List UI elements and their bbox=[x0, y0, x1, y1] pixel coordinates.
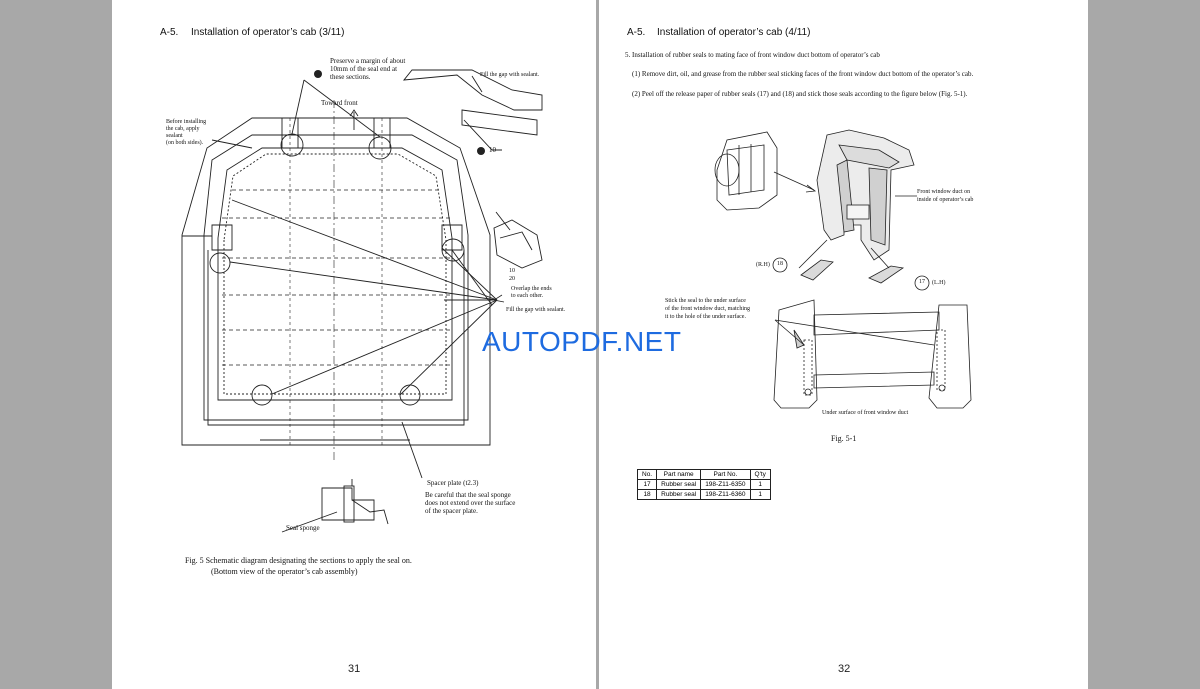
note-careful-line1: Be careful that the seal sponge bbox=[425, 491, 511, 499]
label-lh: (L.H) bbox=[932, 280, 946, 286]
note-stick-line1: Stick the seal to the under surface bbox=[665, 298, 746, 304]
label-rh: (R.H) bbox=[756, 262, 770, 268]
dimension-10-top: 10 bbox=[489, 146, 496, 154]
table-cell: 18 bbox=[636, 489, 658, 500]
manual-page-right: A-5. Installation of operator’s cab (4/1… bbox=[599, 0, 1088, 689]
manual-page-left: A-5. Installation of operator’s cab (3/1… bbox=[112, 0, 596, 689]
page-heading: Installation of operator’s cab (4/11) bbox=[657, 27, 811, 38]
table-header-row: No. Part name Part No. Q'ty bbox=[636, 469, 771, 480]
note-careful-line2: does not extend over the surface bbox=[425, 499, 516, 507]
watermark-text: AUTOPDF.NET bbox=[482, 326, 682, 357]
instruction-step-5-2: (2) Peel off the release paper of rubber… bbox=[632, 90, 968, 98]
column-header: Part No. bbox=[700, 469, 751, 480]
dimension-20: 20 bbox=[509, 276, 515, 282]
table-row: 18 Rubber seal 198-Z11-6360 1 bbox=[636, 489, 771, 500]
note-overlap-line1: Overlap the ends bbox=[511, 286, 552, 292]
note-fill-gap-top: Fill the gap with sealant. bbox=[480, 72, 540, 78]
figure-caption-line1: Fig. 5 Schematic diagram designating the… bbox=[185, 556, 412, 565]
note-margin-line1: Preserve a margin of about bbox=[330, 57, 406, 65]
note-stick-line2: of the front window duct, matching bbox=[665, 306, 750, 312]
section-number: A-5. bbox=[160, 27, 179, 38]
table-cell: Rubber seal bbox=[656, 479, 702, 490]
label-under-surface: Under surface of front window duct bbox=[822, 410, 909, 416]
table-cell: 17 bbox=[636, 479, 658, 490]
table-cell: Rubber seal bbox=[656, 489, 702, 500]
instruction-step-5-1: (1) Remove dirt, oil, and grease from th… bbox=[632, 70, 974, 78]
label-front-duct-line2: inside of operator’s cab bbox=[917, 197, 974, 203]
instruction-step-5: 5. Installation of rubber seals to matin… bbox=[625, 51, 880, 59]
label-front-duct-line1: Front window duct on bbox=[917, 189, 971, 195]
note-spacer-plate: Spacer plate (t2.3) bbox=[427, 479, 479, 487]
table-cell: 198-Z11-6350 bbox=[700, 479, 751, 490]
table-cell: 1 bbox=[749, 489, 771, 500]
column-header: Q'ty bbox=[749, 469, 771, 480]
label-part-17: 17 bbox=[919, 279, 925, 285]
note-before-line4: (on both sides). bbox=[166, 140, 204, 146]
note-margin-line3: these sections. bbox=[330, 73, 371, 81]
table-cell: 1 bbox=[749, 479, 771, 490]
front-window-duct-figure bbox=[714, 129, 972, 409]
note-toward-front: Toward front bbox=[321, 99, 358, 107]
note-stick-line3: it to the hole of the under surface. bbox=[665, 314, 746, 320]
page-number-right: 32 bbox=[838, 663, 851, 675]
note-margin-line2: 10mm of the seal end at bbox=[330, 65, 398, 73]
figure-caption-line2: (Bottom view of the operator’s cab assem… bbox=[211, 567, 358, 576]
column-header: Part name bbox=[656, 469, 702, 480]
figure-caption: Fig. 5-1 bbox=[831, 434, 857, 443]
dimension-10-mid: 10 bbox=[509, 268, 515, 274]
table-row: 17 Rubber seal 198-Z11-6350 1 bbox=[636, 479, 771, 490]
label-part-18: 18 bbox=[777, 261, 783, 267]
note-careful-line3: of the spacer plate. bbox=[425, 507, 478, 515]
note-seal-sponge: Seal sponge bbox=[286, 524, 320, 532]
table-cell: 198-Z11-6360 bbox=[700, 489, 751, 500]
section-number: A-5. bbox=[627, 27, 646, 38]
parts-table: No. Part name Part No. Q'ty 17 Rubber se… bbox=[636, 469, 771, 500]
note-fill-gap-mid: Fill the gap with sealant. bbox=[506, 307, 566, 313]
column-header: No. bbox=[636, 469, 658, 480]
note-before-line1: Before installing bbox=[166, 119, 207, 125]
note-overlap-line2: to each other. bbox=[511, 293, 544, 299]
note-before-line2: the cab, apply bbox=[166, 126, 200, 132]
cab-seal-schematic-diagram bbox=[181, 69, 543, 533]
page-heading: Installation of operator’s cab (3/11) bbox=[191, 27, 345, 38]
page-number-left: 31 bbox=[348, 663, 361, 675]
note-before-line3: sealant bbox=[166, 133, 183, 139]
